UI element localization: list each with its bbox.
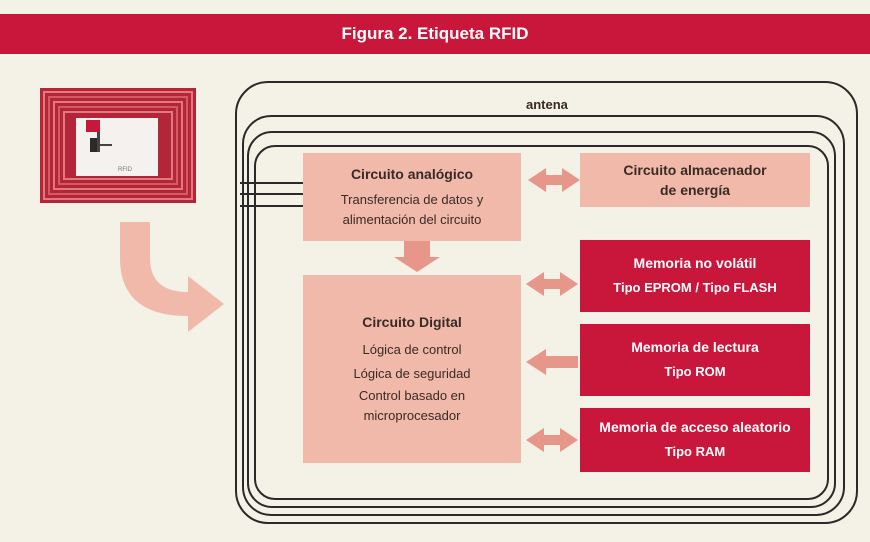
- figure-title: Figura 2. Etiqueta RFID: [341, 24, 529, 43]
- rfid-tag-image: RFID: [40, 88, 196, 203]
- nonvolatile-memory-title: Memoria no volátil: [633, 255, 757, 271]
- digital-circuit-line-4: microprocesador: [363, 408, 461, 423]
- digital-circuit-line-3: Control basado en: [358, 388, 466, 403]
- digital-circuit-line-2: Lógica de seguridad: [353, 366, 471, 381]
- antenna-label: antena: [526, 97, 568, 112]
- read-memory-title: Memoria de lectura: [631, 339, 759, 355]
- nonvolatile-memory-box: Memoria no volátil Tipo EPROM / Tipo FLA…: [580, 240, 810, 312]
- random-access-memory-title: Memoria de acceso aleatorio: [599, 419, 791, 435]
- read-memory-box: Memoria de lectura Tipo ROM: [580, 324, 810, 396]
- double-arrow-digital-ram: [526, 428, 578, 452]
- antenna-coil-third: [247, 131, 836, 508]
- energy-storage-title-2: de energía: [659, 182, 731, 198]
- arrow-rom-to-digital: [526, 349, 578, 375]
- antenna-coil-inner: [254, 145, 829, 500]
- figure-title-bar: Figura 2. Etiqueta RFID: [0, 14, 870, 54]
- analog-circuit-line-1: Transferencia de datos y: [340, 192, 484, 207]
- double-arrow-analog-energy: [528, 168, 580, 192]
- analog-circuit-box: Circuito analógico Transferencia de dato…: [303, 153, 521, 241]
- nonvolatile-memory-subtitle: Tipo EPROM / Tipo FLASH: [613, 280, 777, 295]
- random-access-memory-subtitle: Tipo RAM: [664, 444, 726, 459]
- digital-circuit-line-1: Lógica de control: [362, 342, 462, 357]
- analog-circuit-line-2: alimentación del circuito: [342, 212, 482, 227]
- digital-circuit-title: Circuito Digital: [362, 314, 462, 330]
- energy-storage-box: Circuito almacenador de energía: [580, 153, 810, 207]
- antenna-coil-outer: [235, 81, 858, 524]
- antenna-coil-second: [242, 115, 845, 516]
- read-memory-subtitle: Tipo ROM: [664, 364, 726, 379]
- double-arrow-digital-nonvolatile: [526, 272, 578, 296]
- tag-tiny-text: RFID: [118, 167, 133, 173]
- digital-circuit-box: Circuito Digital Lógica de control Lógic…: [303, 275, 521, 463]
- down-arrow-analog-digital: [394, 241, 440, 272]
- analog-circuit-title: Circuito analógico: [350, 166, 474, 182]
- curved-arrow: [120, 222, 224, 332]
- random-access-memory-box: Memoria de acceso aleatorio Tipo RAM: [580, 408, 810, 472]
- energy-storage-title-1: Circuito almacenador: [623, 162, 767, 178]
